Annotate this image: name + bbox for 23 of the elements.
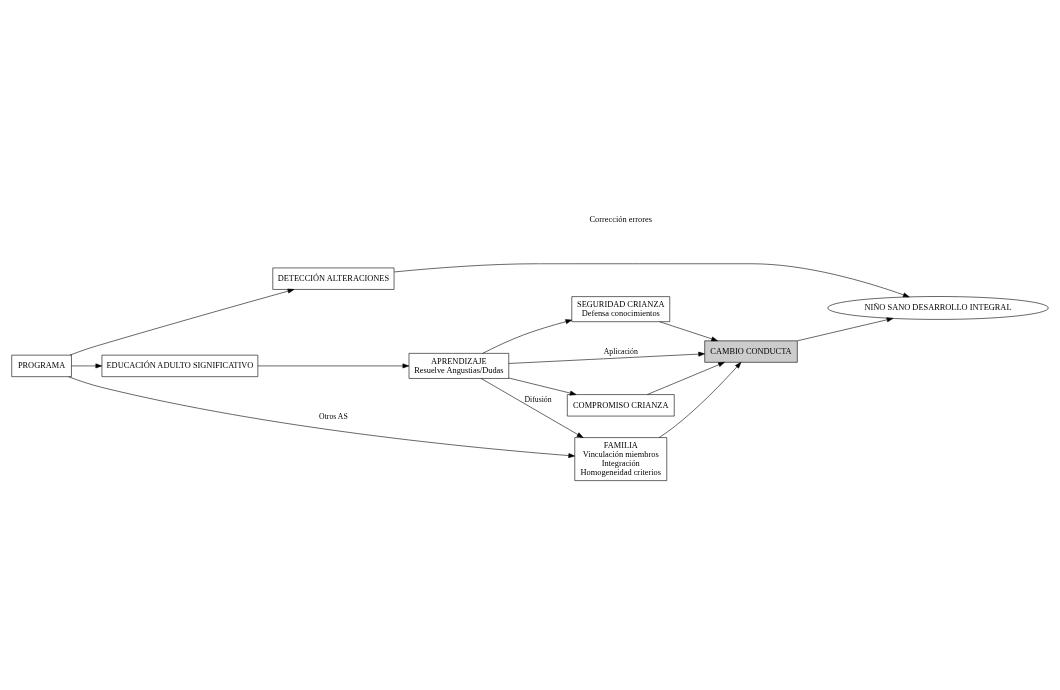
label: Corrección errores [589, 215, 652, 225]
node-box: DETECCIÓN ALTERACIONES [272, 267, 395, 290]
node-box: FAMILIA Vinculación miembros Integración Homogeneidad criterios [574, 437, 668, 481]
node-box: CAMBIO CONDUCTA [704, 340, 798, 363]
arrow [480, 378, 584, 438]
arrow [797, 317, 894, 342]
node-box: PROGRAMA [11, 354, 72, 377]
node-box: EDUCACIÓN ADULTO SIGNIFICATIVO [101, 354, 259, 377]
arrow [658, 362, 742, 438]
arrow [659, 321, 718, 342]
arrow [647, 362, 725, 395]
node-box: APRENDIZAJE Resuelve Angustias/Dudas [408, 353, 510, 379]
arrow [508, 377, 577, 396]
arrow [68, 376, 575, 458]
arrow [482, 319, 573, 354]
arrow [69, 288, 295, 356]
node-box: SEGURIDAD CRIANZA Defensa conocimientos [571, 296, 671, 322]
arrow [508, 351, 705, 364]
arrow [71, 363, 103, 369]
node-box: COMPROMISO CRIANZA [567, 394, 675, 417]
arrow [393, 263, 910, 298]
arrow [257, 363, 410, 369]
node-ellipse: NIÑO SANO DESARROLLO INTEGRAL [827, 296, 1049, 320]
